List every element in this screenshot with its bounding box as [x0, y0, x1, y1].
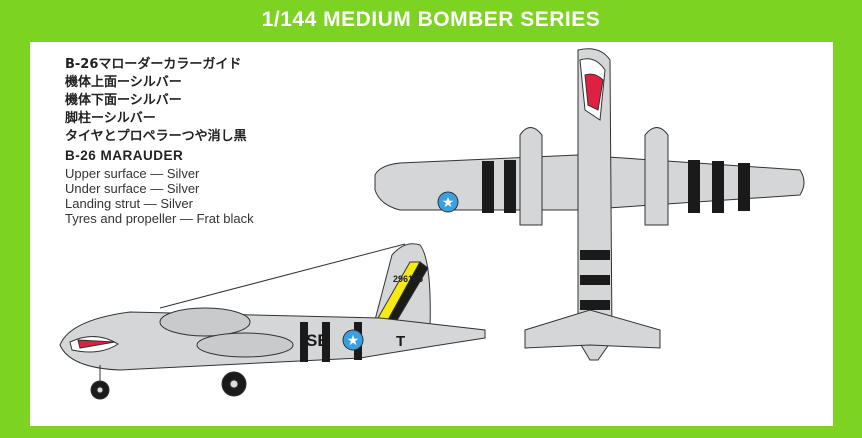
en-line: Landing strut — Silver	[65, 196, 193, 211]
en-heading: B-26 MARAUDER	[65, 148, 184, 163]
svg-text:★: ★	[347, 333, 360, 349]
squadron-code: SB	[306, 331, 330, 350]
aircraft-letter: T	[396, 333, 405, 350]
color-guide-text: B-26マローダーカラーガイド 機体上面ーシルバー 機体下面ーシルバー 脚柱ーシ…	[65, 56, 254, 226]
svg-text:★: ★	[442, 195, 455, 211]
jp-line: 機体上面ーシルバー	[65, 75, 182, 90]
en-line: Upper surface — Silver	[65, 166, 200, 181]
top-view-aircraft: ★	[374, 48, 805, 361]
series-title: 1/144 MEDIUM BOMBER SERIES	[261, 8, 601, 31]
en-line: Tyres and propeller — Frat black	[65, 211, 254, 226]
side-view-aircraft: ★	[59, 243, 486, 400]
jp-line: B-26マローダーカラーガイド	[65, 57, 242, 72]
jp-line: 脚柱ーシルバー	[65, 111, 156, 126]
tail-number: 296165	[393, 274, 423, 284]
en-line: Under surface — Silver	[65, 181, 200, 196]
jp-line: タイヤとプロペラーつや消し黒	[65, 129, 247, 144]
jp-line: 機体下面ーシルバー	[65, 93, 182, 108]
